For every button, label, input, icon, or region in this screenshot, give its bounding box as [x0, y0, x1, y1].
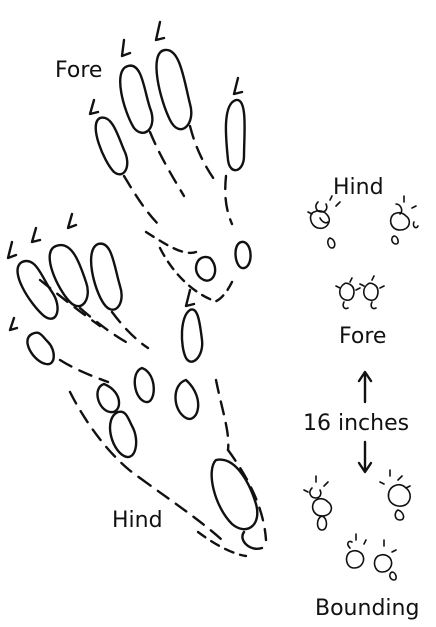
- fore-print-label: Fore: [55, 60, 102, 82]
- paw-print-cluster: [308, 196, 418, 309]
- group-hind-label: Hind: [333, 177, 384, 199]
- group-fore-label: Fore: [339, 326, 386, 348]
- hind-print-label: Hind: [112, 510, 163, 532]
- hind-foot-outline: [8, 214, 266, 556]
- stride-length-label: 16 inches: [303, 413, 409, 435]
- arrow-down-icon: [359, 442, 371, 472]
- paw-print-cluster: [304, 470, 410, 580]
- gait-label: Bounding: [315, 598, 419, 620]
- arrow-up-icon: [359, 372, 371, 402]
